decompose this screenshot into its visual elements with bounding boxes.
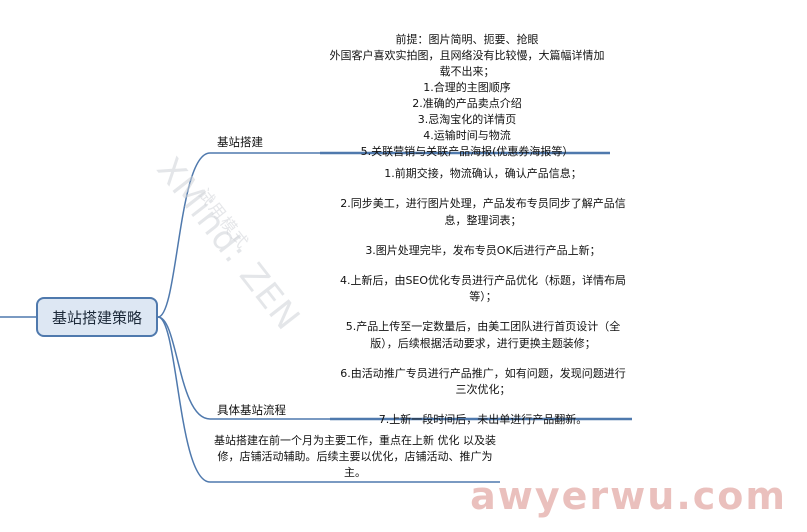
process-step: 3.图片处理完毕，发布专员OK后进行产品上新； [365,243,601,257]
process-step: 1.前期交接，物流确认，确认产品信息； [384,167,582,180]
site-build-note: 前提：图片简明、扼要、抢眼 外国客户喜欢实拍图，且网络没有比较慢，大篇幅详情加 … [322,32,612,160]
note-line: 外国客户喜欢实拍图，且网络没有比较慢，大篇幅详情加 [329,49,605,62]
summary-text: 基站搭建在前一个月为主要工作，重点在上新 优化 以及装修，店铺活动辅助。后续主要… [214,434,496,479]
note-line: 载不出来； [439,65,495,78]
note-line: 1.合理的主图顺序 [423,81,511,94]
branch-connector-summary [157,316,211,483]
note-line: 前提：图片简明、扼要、抢眼 [395,33,539,46]
process-steps: 1.前期交接，物流确认，确认产品信息； 2.同步美工，进行图片处理，产品发布专员… [338,166,628,429]
branch-connector-process [157,316,211,420]
branch-process-label: 具体基站流程 [217,403,286,417]
process-step: 6.由活动推广专员进行产品推广，如有问题，发现问题进行三次优化； [340,366,626,397]
branch-summary[interactable]: 基站搭建在前一个月为主要工作，重点在上新 优化 以及装修，店铺活动辅助。后续主要… [212,433,498,481]
process-step: 2.同步美工，进行图片处理，产品发布专员同步了解产品信息，整理词表； [340,197,626,227]
note-line: 5.关联营销与关联产品海报(优惠券海报等） [360,145,574,158]
central-topic-label: 基站搭建策略 [51,308,142,327]
site-watermark: awyerwu.com [470,474,787,518]
note-line: 4.运输时间与物流 [423,129,511,142]
central-topic[interactable]: 基站搭建策略 [36,297,158,337]
process-step: 7.上新一段时间后，未出单进行产品翻新。 [378,413,588,426]
branch-site-build[interactable]: 基站搭建 [217,134,263,150]
note-line: 2.准确的产品卖点介绍 [412,97,522,110]
branch-process[interactable]: 具体基站流程 [217,402,286,418]
process-step: 5.产品上传至一定数量后，由美工团队进行首页设计（全版），后续根据活动要求，进行… [345,320,621,350]
process-step: 4.上新后，由SEO优化专员进行产品优化（标题，详情布局等）； [339,273,627,304]
branch-site-build-label: 基站搭建 [217,135,263,149]
branch-connector-site-build [157,152,211,318]
note-line: 3.忌淘宝化的详情页 [417,113,517,126]
